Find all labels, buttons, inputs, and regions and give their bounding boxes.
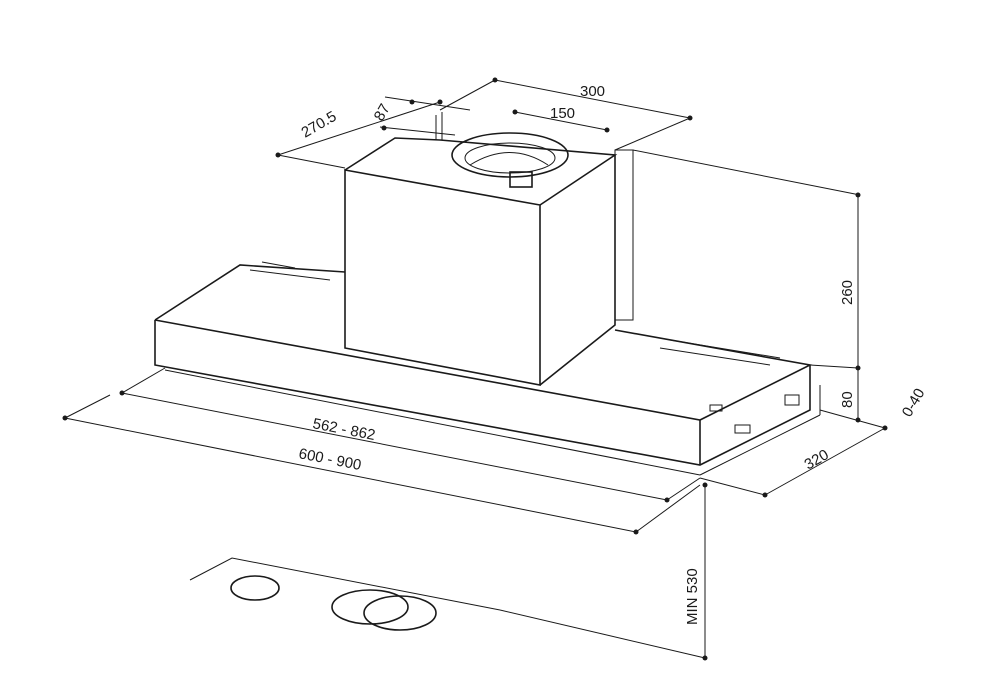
label-duct-offset: 87 [371,101,394,124]
label-duct-width: 300 [580,83,605,100]
label-min-height: MIN 530 [684,568,701,625]
label-outlet-diameter: 150 [550,105,575,122]
hob [189,557,501,631]
label-depth: 320 [802,446,832,473]
dimension-lines [62,77,888,661]
label-outer-width: 600 - 900 [297,445,362,474]
label-adjustment: 0-40 [899,385,929,420]
canopy-body [154,261,821,476]
label-inner-width: 562 - 862 [311,415,376,444]
label-motor-height: 260 [839,280,856,305]
motor-housing [344,112,634,386]
label-body-height: 80 [839,391,856,408]
